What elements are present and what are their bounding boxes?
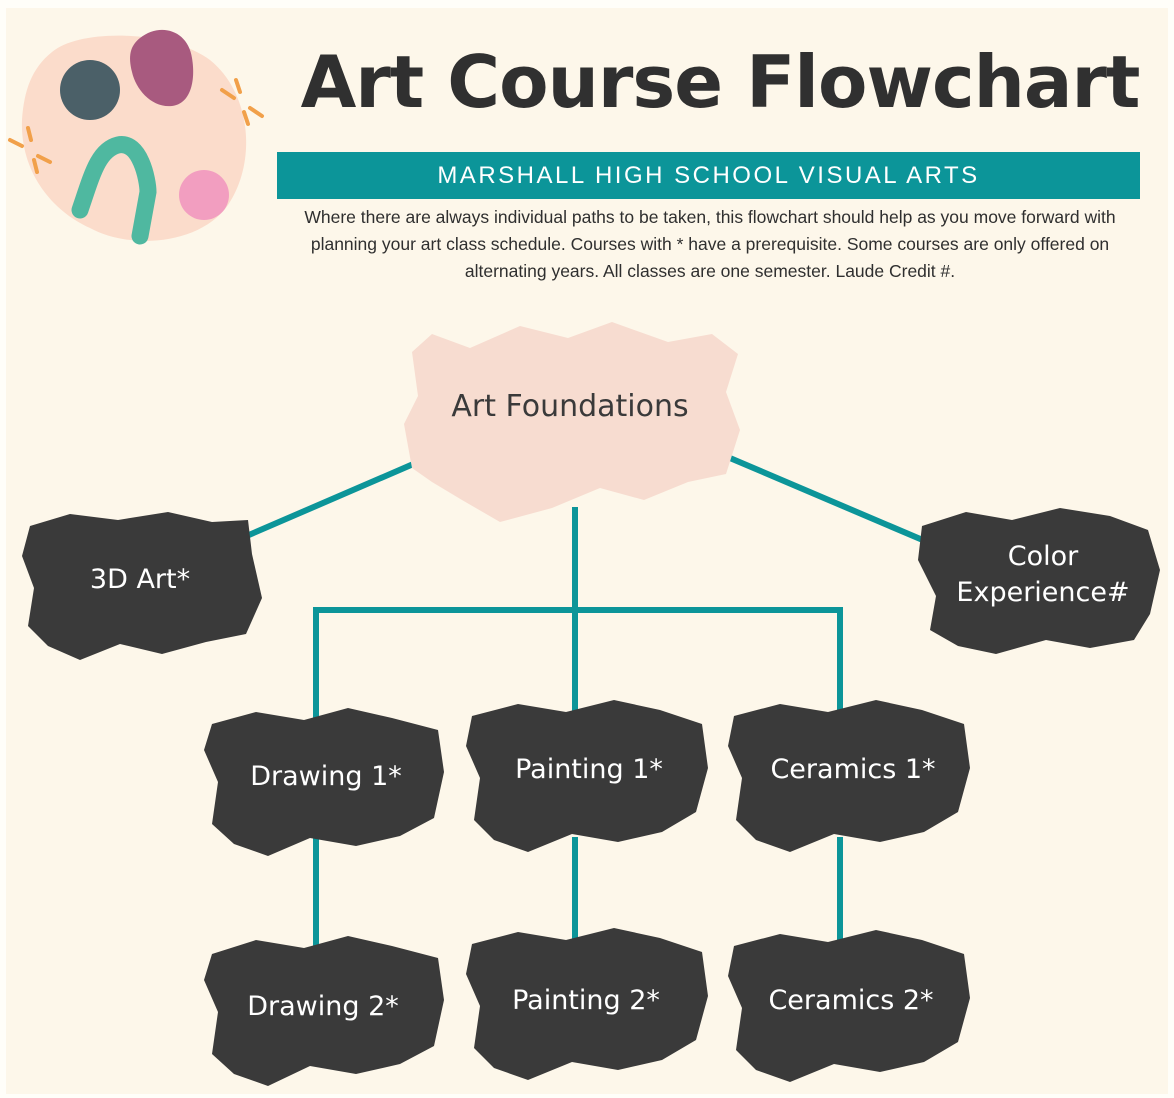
pink-dot-shape	[179, 170, 229, 220]
slate-dot-shape	[60, 60, 120, 120]
node-drawing-2: Drawing 2*	[247, 990, 399, 1022]
node-color-experience: Color Experience#	[956, 540, 1130, 608]
node-shape-painting-1	[466, 700, 708, 852]
node-art-foundations: Art Foundations	[451, 388, 689, 424]
page-title: Art Course Flowchart	[300, 40, 1141, 124]
node-painting-2: Painting 2*	[512, 984, 660, 1016]
node-ceramics-2: Ceramics 2*	[768, 984, 934, 1016]
node-shape-ceramics-2	[728, 930, 970, 1082]
node-shape-drawing-2	[204, 936, 444, 1086]
paint-blob-decoration	[8, 29, 264, 245]
node-shape-painting-2	[466, 928, 708, 1080]
sparkle-icon	[220, 78, 264, 126]
plum-blob-shape	[130, 29, 194, 107]
node-painting-1: Painting 1*	[515, 753, 663, 785]
node-ceramics-1: Ceramics 1*	[770, 753, 936, 785]
node-shape-ceramics-1	[728, 700, 970, 852]
mint-arch-shape	[71, 136, 157, 245]
node-shape-3d-art	[22, 512, 262, 660]
node-shape-color-experience	[918, 508, 1160, 654]
connector-foundations-3d-art	[224, 458, 422, 548]
node-3d-art: 3D Art*	[89, 563, 191, 595]
node-drawing-1: Drawing 1*	[250, 760, 402, 792]
connector-foundations-color-experience	[726, 454, 936, 548]
subtitle-banner: MARSHALL HIGH SCHOOL VISUAL ARTS	[277, 152, 1140, 199]
node-shape-art-foundations	[404, 322, 740, 522]
subtitle-text: MARSHALL HIGH SCHOOL VISUAL ARTS	[437, 161, 980, 189]
description-text: Where there are always individual paths …	[304, 207, 1116, 281]
connector-branch-bar	[313, 607, 843, 723]
node-shape-drawing-1	[204, 708, 444, 856]
sparkle-icon	[8, 126, 52, 174]
